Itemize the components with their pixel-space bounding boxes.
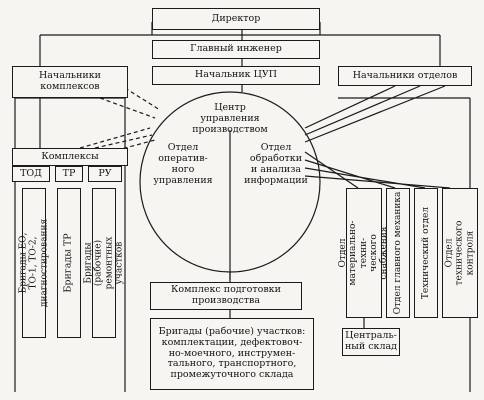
dept-tech-label: Технический отдел xyxy=(420,206,431,300)
cup-head-box: Начальник ЦУП xyxy=(152,66,320,85)
brig-rem-label: Бригады (рабочие) ремонтных участков xyxy=(83,236,125,290)
dept-heads-box: Начальники отделов xyxy=(338,66,472,86)
dept-control-box: Отдел технического контроля xyxy=(442,188,478,318)
center-label: Центр управления производством xyxy=(192,102,268,135)
brig-eo-box: Бригады ЕО, ТО-1, ТО-2, диагностирования xyxy=(18,188,49,338)
complex-heads-box: Начальники комплексов xyxy=(12,66,128,98)
prep-complex-label: Комплекс подготовки производства xyxy=(171,284,281,306)
ru-label: РУ xyxy=(98,167,112,179)
dept-control-label: Отдел технического контроля xyxy=(444,220,476,286)
dept-mts-box: Отдел материально-техни- ческого снабжен… xyxy=(338,188,390,318)
brig-tr-box: Бригады ТР xyxy=(57,188,81,338)
chief-engineer-box: Главный инженер xyxy=(152,40,320,59)
complexes-box: Комплексы xyxy=(12,148,128,166)
chief-engineer-label: Главный инженер xyxy=(190,43,282,55)
tod-box: ТОД xyxy=(12,166,50,182)
central-store-label: Централь- ный склад xyxy=(344,330,398,352)
cup-head-label: Начальник ЦУП xyxy=(194,69,278,81)
dept-mech-box: Отдел главного механика xyxy=(386,188,410,318)
director-box: Директор xyxy=(152,8,320,30)
brig-tr-label: Бригады ТР xyxy=(62,233,74,293)
complex-heads-label: Начальники комплексов xyxy=(38,70,102,92)
tr-label: ТР xyxy=(62,167,76,179)
prep-brigades-label: Бригады (рабочие) участков: комплектации… xyxy=(158,325,306,381)
prep-brigades-box: Бригады (рабочие) участков: комплектации… xyxy=(150,318,314,390)
central-store-box: Централь- ный склад xyxy=(342,328,400,356)
brig-eo-label: Бригады ЕО, ТО-1, ТО-2, диагностирования xyxy=(18,218,50,308)
info-dept-label: Отдел обработки и анализа информации xyxy=(244,142,308,186)
complexes-label: Комплексы xyxy=(41,150,99,162)
director-label: Директор xyxy=(211,12,261,24)
dept-mech-label: Отдел главного механика xyxy=(392,191,403,315)
ru-box: РУ xyxy=(88,166,122,182)
brig-rem-box: Бригады (рабочие) ремонтных участков xyxy=(83,188,124,338)
dept-mts-label: Отдел материально-техни- ческого снабжен… xyxy=(338,220,390,286)
prep-complex-box: Комплекс подготовки производства xyxy=(150,282,302,310)
dept-tech-box: Технический отдел xyxy=(414,188,438,318)
tr-box: ТР xyxy=(55,166,83,182)
tod-label: ТОД xyxy=(20,167,42,179)
dept-heads-label: Начальники отделов xyxy=(352,69,458,81)
ops-dept-label: Отдел оператив- ного управления xyxy=(153,142,213,186)
